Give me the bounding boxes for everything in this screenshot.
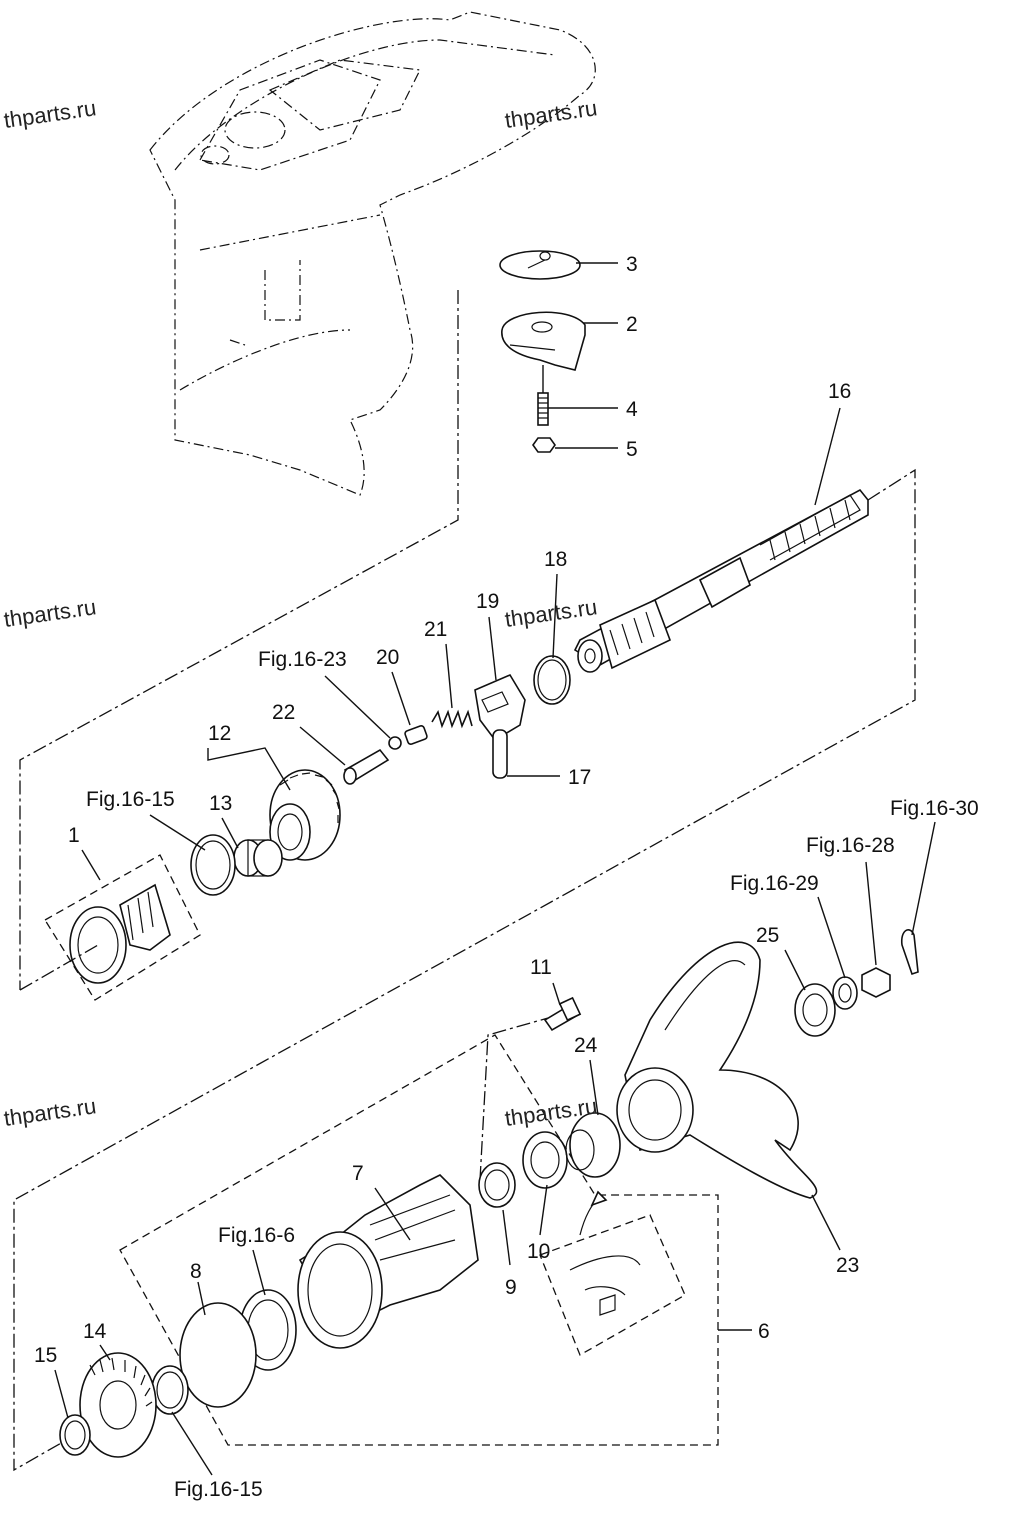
- callout-5: 5: [626, 438, 638, 461]
- callout-1: 1: [68, 824, 80, 847]
- forward-gear-assembly: [190, 769, 341, 896]
- nut-5: [532, 437, 556, 453]
- callout-21: 21: [424, 618, 447, 641]
- callout-10: 10: [527, 1240, 550, 1263]
- callout-7: 7: [352, 1162, 364, 1185]
- propeller-hardware: [794, 929, 919, 1037]
- shaft-axis-lines: [13, 290, 916, 1472]
- callout-19: 19: [476, 590, 499, 613]
- callout-9: 9: [505, 1276, 517, 1299]
- callout-16: 16: [828, 380, 851, 403]
- callout-18: 18: [544, 548, 567, 571]
- washer-fig16-29: [832, 976, 858, 1010]
- figure-references: Fig.16-23 Fig.16-15 Fig.16-30 Fig.16-28 …: [86, 648, 979, 1501]
- fig-ref-16-6: Fig.16-6: [218, 1224, 295, 1247]
- anode-2: [501, 311, 586, 371]
- callout-2: 2: [626, 313, 638, 336]
- pin-17: [492, 729, 508, 779]
- shim-fig16-15: [190, 834, 236, 896]
- nut-fig16-28: [861, 967, 891, 998]
- callout-25: 25: [756, 924, 779, 947]
- bearing-1-assembly: [44, 854, 201, 1001]
- callout-24: 24: [574, 1034, 598, 1057]
- callout-3: 3: [626, 253, 638, 276]
- clutch-parts: [343, 655, 571, 785]
- callout-22: 22: [272, 701, 295, 724]
- watermark: thparts.ru: [503, 95, 599, 133]
- spacer-24: [569, 1112, 621, 1178]
- watermark: thparts.ru: [2, 1093, 98, 1131]
- callout-23: 23: [836, 1254, 859, 1277]
- anode-cover-3: [499, 250, 581, 280]
- callout-8: 8: [190, 1260, 202, 1283]
- ring-18: [533, 655, 571, 705]
- fig-ref-16-30: Fig.16-30: [890, 797, 979, 820]
- watermark: thparts.ru: [503, 594, 599, 632]
- callout-15: 15: [34, 1344, 57, 1367]
- propeller-assembly: [565, 941, 818, 1199]
- callout-17: 17: [568, 766, 591, 789]
- callout-12: 12: [208, 722, 231, 745]
- propeller-shaft-housing-6: [119, 1034, 719, 1446]
- bolt-11: [543, 996, 582, 1032]
- fig-ref-16-15-lower: Fig.16-15: [174, 1478, 263, 1501]
- slider-20: [404, 725, 428, 745]
- spring-21: [431, 709, 473, 729]
- o-ring-8: [179, 1302, 257, 1408]
- fig-ref-16-29: Fig.16-29: [730, 872, 819, 895]
- watermark: thparts.ru: [2, 95, 98, 133]
- callout-14: 14: [83, 1320, 107, 1343]
- callout-4: 4: [626, 398, 638, 421]
- callout-6: 6: [758, 1320, 770, 1343]
- gear-14: [79, 1352, 157, 1458]
- anode-assembly: [499, 250, 586, 453]
- cotter-pin-fig16-30: [900, 929, 919, 976]
- fig-ref-16-28: Fig.16-28: [806, 834, 895, 857]
- callout-11: 11: [530, 956, 552, 979]
- seal-10: [522, 1131, 568, 1189]
- callout-13: 13: [209, 792, 232, 815]
- washer-25: [794, 983, 836, 1037]
- fig-ref-16-15-upper: Fig.16-15: [86, 788, 175, 811]
- fig-ref-16-23: Fig.16-23: [258, 648, 347, 671]
- drive-shaft: [573, 488, 869, 673]
- ball-fig16-23: [388, 736, 402, 750]
- watermark: thparts.ru: [2, 594, 98, 632]
- bearing-9: [478, 1162, 516, 1208]
- leader-lines: [54, 262, 936, 1476]
- callout-20: 20: [376, 646, 399, 669]
- callout-labels: 3 2 4 5 16 18 19 21 20 22 12 17 13 1 25 …: [34, 253, 859, 1367]
- lower-casing-outline: [149, 11, 596, 496]
- reverse-gear-assembly: [59, 1352, 189, 1458]
